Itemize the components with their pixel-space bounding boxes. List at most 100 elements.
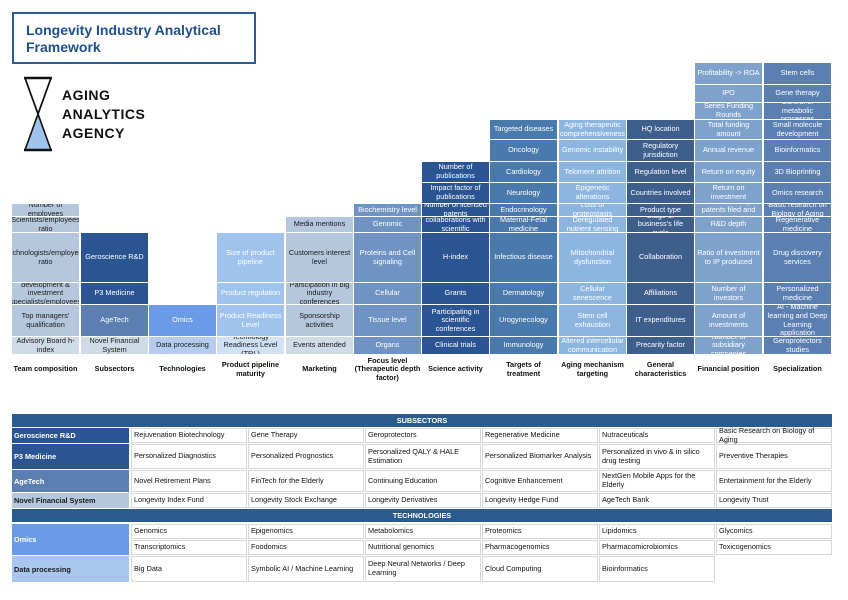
factor-total-funding-amount: Total funding amount [695, 120, 762, 139]
framework-title: Longevity Industry Analytical Framework [12, 12, 256, 64]
table-cell-nextgen-mobile-apps-for-the-elderly: NextGen Mobile Apps for the Elderly [599, 470, 715, 492]
factor-stage-of-business-s-life-cycle: Stage of business's life cycle [627, 217, 694, 232]
factor-sponsorship-activities: Sponsorship activities [286, 305, 353, 336]
table-cell-personalized-qaly-hale-estimation: Personalized QALY & HALE Estimation [365, 444, 481, 469]
table-cell-deep-neural-networks-deep-learning: Deep Neural Networks / Deep Learning [365, 556, 481, 582]
table-cell-transcriptomics: Transcriptomics [131, 540, 247, 555]
table-cell-lipidomics: Lipidomics [599, 524, 715, 539]
factor-bioinformatics: Bioinformatics [764, 140, 831, 161]
factor-r-d-depth: R&D depth [695, 217, 762, 232]
factor-amount-of-investments: Amount of investments [695, 305, 762, 336]
factor-profitability-roa: Profitability -> ROA [695, 63, 762, 84]
factor-regenerative-medicine: Regenerative medicine [764, 217, 831, 232]
title-line-1: Longevity Industry Analytical [26, 22, 221, 38]
factor-hq-location: HQ location [627, 120, 694, 139]
column-header-science-activity: Science activity [422, 356, 489, 383]
table-cell-glycomics: Glycomics [716, 524, 832, 539]
factor-return-on-investment: Return on investment [695, 183, 762, 203]
factor-media-mentions: Media mentions [286, 217, 353, 232]
factor-number-of-publications: Number of publications [422, 162, 489, 182]
factor-events-attended: Events attended [286, 337, 353, 354]
column-header-marketing: Marketing [286, 356, 353, 383]
section-header-technologies-title: TECHNOLOGIES [12, 509, 832, 522]
factor-personalized-medicine: Personalized medicine [764, 283, 831, 304]
column-header-focus-level-therapeutic-depth-factor: Focus level (Therapeutic depth factor) [354, 356, 421, 383]
factor-scientists-employees-ratio: Scientists/employees ratio [12, 217, 79, 232]
section-header-subsectors-title: SUBSECTORS [12, 414, 832, 427]
factor-mitochondrial-dysfunction: Mitochondrial dysfunction [559, 233, 626, 282]
logo-line-2: ANALYTICS [62, 106, 146, 122]
factor-proteins-and-cell-signaling: Proteins and Cell signaling [354, 233, 421, 282]
row-label-agetech: AgeTech [12, 470, 129, 492]
logo-wordmark: AGING ANALYTICS AGENCY [62, 86, 145, 143]
table-cell-fintech-for-the-elderly: FinTech for the Elderly [248, 470, 364, 492]
factor-number-of-subsidiary-companies: Number of subsidiary companies [695, 337, 762, 354]
table-cell-personalized-prognostics: Personalized Prognostics [248, 444, 364, 469]
table-cell-entertainment-for-the-elderly: Entertainment for the Elderly [716, 470, 832, 492]
factor-h-index: H-index [422, 233, 489, 282]
factor-novel-financial-system: Novel Financial System [81, 337, 148, 354]
table-cell-geroprotectors: Geroprotectors [365, 428, 481, 443]
factor-targeted-diseases: Targeted diseases [490, 120, 557, 139]
row-label-p3-medicine: P3 Medicine [12, 444, 129, 469]
factor-product-regulation: Product regulation [217, 283, 284, 304]
factor-business-development-investment-specialists-employees-ratio: Business development & investment specia… [12, 283, 79, 304]
factor-regulation-level: Regulation level [627, 162, 694, 182]
factor-number-of-investors: Number of investors [695, 283, 762, 304]
factor-return-on-equity: Return on equity [695, 162, 762, 182]
factor-omics: Omics [149, 305, 216, 336]
column-header-specialization: Specialization [764, 356, 831, 383]
table-cell-nutritional-genomics: Nutritional genomics [365, 540, 481, 555]
table-cell-foodomics: Foodomics [248, 540, 364, 555]
factor-agetech: AgeTech [81, 305, 148, 336]
factor-urogynecology: Urogynecology [490, 305, 557, 336]
factor-number-of-licensed-patents: Number of licensed patents [422, 204, 489, 216]
factor-small-molecule-development: Small molecule development [764, 120, 831, 139]
factor-technologists-employees-ratio: Technologists/employees ratio [12, 233, 79, 282]
factor-geroprotectors-studies: Geroprotectors studies [764, 337, 831, 354]
factor-3d-bioprinting: 3D Bioprinting [764, 162, 831, 182]
factor-infectious-disease: Infectious disease [490, 233, 557, 282]
table-cell-longevity-stock-exchange: Longevity Stock Exchange [248, 493, 364, 508]
table-cell-proteomics: Proteomics [482, 524, 598, 539]
table-cell-personalized-in-vivo-in-silico-drug-testing: Personalized in vivo & in silico drug te… [599, 444, 715, 469]
factor-precarity-factor: Precarity factor [627, 337, 694, 354]
logo-line-3: AGENCY [62, 125, 125, 141]
factor-tissue-level: Tissue level [354, 305, 421, 336]
factor-gene-therapy: Gene therapy [764, 85, 831, 102]
factor-product-readiness-level: Product Readiness Level [217, 305, 284, 336]
factor-p3-medicine: P3 Medicine [81, 283, 148, 304]
factor-top-managers-qualification: Top managers' qualification [12, 305, 79, 336]
factor-data-processing: Data processing [149, 337, 216, 354]
row-label-data-processing: Data processing [12, 556, 129, 582]
factor-number-of-collaborations-with-scientific-establishments: Number of collaborations with scientific… [422, 217, 489, 232]
column-header-general-characteristics: General characteristics [627, 356, 694, 383]
factor-aging-therapeutic-comprehensiveness: Aging therapeutic comprehensiveness [559, 120, 626, 139]
table-cell-longevity-trust: Longevity Trust [716, 493, 832, 508]
factor-endocrinology: Endocrinology [490, 204, 557, 216]
factor-clinical-trials: Clinical trials [422, 337, 489, 354]
factor-neurology: Neurology [490, 183, 557, 203]
factor-omics-research: Omics research [764, 183, 831, 203]
table-cell-personalized-diagnostics: Personalized Diagnostics [131, 444, 247, 469]
table-cell-novel-retirement-plans: Novel Retirement Plans [131, 470, 247, 492]
factor-cardiology: Cardiology [490, 162, 557, 182]
factor-impact-factor-of-publications: Impact factor of publications [422, 183, 489, 203]
table-cell-pharmacomicrobiomics: Pharmacomicrobiomics [599, 540, 715, 555]
column-header-financial-position: Financial position [695, 356, 762, 383]
factor-dermatology: Dermatology [490, 283, 557, 304]
factor-participating-in-scientific-conferences: Participating in scientific conferences [422, 305, 489, 336]
table-cell-longevity-index-fund: Longevity Index Fund [131, 493, 247, 508]
factor-technology-readiness-level-trl: Technology Readiness Level (TRL) [217, 337, 284, 354]
column-header-aging-mechanism-targeting: Aging mechanism targeting [559, 356, 626, 383]
factor-advisory-board-h-index: Advisory Board h-index [12, 337, 79, 354]
table-cell-agetech-bank: AgeTech Bank [599, 493, 715, 508]
column-header-technologies: Technologies [149, 356, 216, 383]
table-cell-symbolic-ai-machine-learning: Symbolic AI / Machine Learning [248, 556, 364, 582]
factor-cellular-senescence: Cellular senescence [559, 283, 626, 304]
factor-genomic-instability: Genomic instability [559, 140, 626, 161]
factor-immunology: Immunology [490, 337, 557, 354]
logo-line-1: AGING [62, 87, 111, 103]
row-label-geroscience-r-d: Geroscience R&D [12, 428, 129, 443]
factor-product-type: Product type [627, 204, 694, 216]
